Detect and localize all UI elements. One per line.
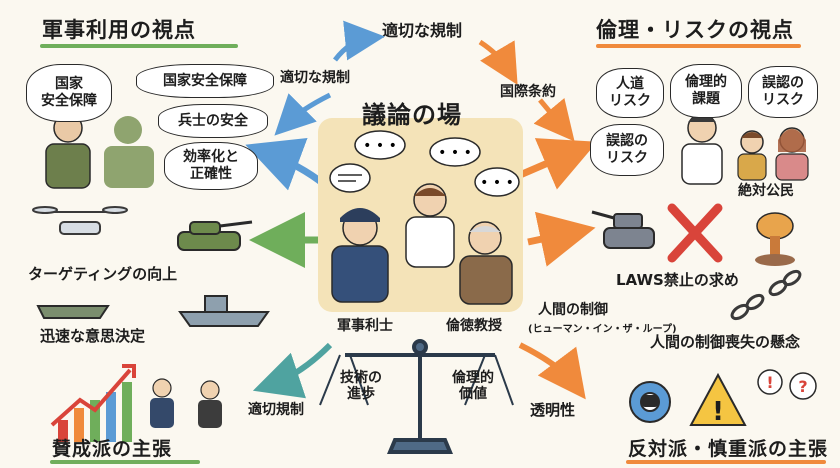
robot-icon	[642, 395, 658, 407]
girl-icon	[775, 127, 809, 181]
bubble-national-security-1: 国家 安全保障	[26, 64, 112, 122]
bubble-national-security-2: 国家安全保障	[136, 64, 274, 98]
bubble-misidentification-risk-2: 誤認の リスク	[590, 124, 664, 176]
bubble-ethical-issues: 倫理的 課題	[670, 64, 742, 118]
cross-mark-icon	[667, 203, 723, 263]
arrow-bottom-right-orange	[518, 342, 586, 400]
professor-label: 倫徳教授	[446, 318, 502, 334]
arrow-top-left-blue	[333, 20, 385, 62]
bubble-misidentification-risk-1: 誤認の リスク	[748, 66, 818, 118]
discussion-title: 議論の場	[362, 101, 462, 129]
arrow-right-orange	[518, 138, 598, 190]
exclamation-bubble-icon: !	[757, 369, 783, 395]
pro-side-title: 賛成派の主張	[52, 438, 173, 460]
con-title-underline	[626, 460, 826, 464]
svg-text:!: !	[766, 373, 773, 392]
officer-icon	[331, 208, 389, 303]
laws-ban-label: LAWS禁止の求め	[616, 271, 739, 289]
scale-right-label: 倫理的 価値	[452, 370, 494, 403]
bubble-soldier-safety: 兵士の安全	[158, 104, 268, 138]
doctor-icon	[681, 113, 723, 185]
arrow-upper-right-orange	[533, 97, 575, 142]
ship-icon	[178, 295, 270, 327]
question-bubble-icon: ?	[789, 372, 817, 400]
right-title-underline	[596, 44, 801, 48]
bubble-text: 効率化と 正確性	[183, 149, 239, 182]
bottom-left-arrow-label: 適切規制	[248, 402, 304, 418]
explosion-icon	[755, 212, 795, 266]
pro-title-underline	[50, 460, 200, 464]
bubble-text: 兵士の安全	[178, 112, 248, 129]
boy-icon	[737, 130, 767, 181]
boat-icon	[36, 305, 110, 319]
svg-text:• • •: • • •	[438, 145, 472, 161]
bottom-right-arrow-label: 透明性	[530, 401, 576, 419]
arrow-bottom-left-teal	[252, 342, 333, 399]
arrow-upper-left-blue	[274, 92, 332, 136]
officer-label: 軍事利士	[337, 318, 393, 334]
bubble-text: 人道 リスク	[609, 76, 651, 109]
top-arrow-label: 適切な規制	[382, 21, 463, 40]
soldier-silhouette-icon	[104, 116, 154, 188]
decision-label: 迅速な意思決定	[40, 327, 146, 345]
speech-bubble-icon: • • •	[354, 130, 406, 160]
svg-text:!: !	[712, 397, 724, 427]
bubble-efficiency: 効率化と 正確性	[164, 142, 258, 190]
scale-left-label: 技術の 進歩	[340, 370, 382, 403]
svg-text:• • •: • • •	[363, 138, 397, 154]
bubble-humanitarian-risk: 人道 リスク	[596, 68, 664, 118]
svg-text:• • •: • • •	[480, 175, 514, 191]
businessman-icon	[150, 378, 174, 428]
svg-text:?: ?	[798, 377, 807, 396]
right-upper-arrow-label: 国際条約	[500, 84, 556, 100]
speech-bubble-icon	[329, 163, 371, 193]
businesswoman-icon	[198, 380, 222, 428]
arrow-right-orange-mid	[527, 211, 596, 267]
speech-bubble-icon: • • •	[429, 137, 481, 167]
left-upper-arrow-label: 適切な規制	[280, 70, 350, 86]
loss-of-control-label: 人間の制御喪失の懸念	[650, 333, 801, 351]
bubble-text: 倫理的 課題	[685, 74, 727, 107]
speech-bubble-icon: • • •	[474, 167, 520, 197]
targeting-label: ターゲティングの向上	[28, 265, 178, 283]
broken-chain-icon	[730, 269, 802, 321]
con-side-title: 反対派・慎重派の主張	[628, 438, 829, 460]
bubble-text: 国家 安全保障	[41, 76, 97, 109]
growth-chart-icon	[50, 364, 136, 442]
laws-tank-icon	[591, 210, 655, 249]
human-control-label: 人間の制御	[538, 302, 608, 318]
tank-icon	[177, 220, 253, 251]
right-view-title: 倫理・リスクの視点	[596, 18, 794, 42]
drone-icon	[32, 206, 128, 235]
human-in-the-loop-label: (ヒューマン・イン・ザ・ループ)	[528, 324, 677, 335]
bubble-text: 誤認の リスク	[606, 133, 648, 166]
public-label: 絶対公民	[738, 183, 794, 199]
left-title-underline	[40, 44, 238, 48]
bubble-text: 国家安全保障	[163, 72, 247, 89]
scientist-icon	[405, 183, 455, 268]
balance-scale-icon	[319, 339, 514, 454]
left-view-title: 軍事利用の視点	[42, 18, 196, 42]
bubble-text: 誤認の リスク	[762, 75, 804, 108]
professor-icon	[459, 221, 513, 305]
warning-icon: !	[689, 372, 747, 427]
arrow-top-right-orange	[478, 39, 518, 85]
